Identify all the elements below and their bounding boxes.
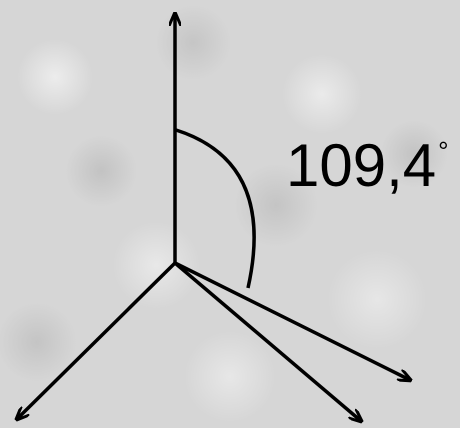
angle-arc: [175, 128, 256, 289]
bond-arrow-right: [174, 261, 410, 380]
degree-symbol: °: [438, 136, 449, 166]
bond-arrow-lower-middle: [173, 261, 361, 421]
bond-arrow-lower-left: [17, 261, 177, 419]
angle-value: 109,4: [286, 132, 437, 199]
angle-label: 109,4°: [286, 136, 449, 196]
